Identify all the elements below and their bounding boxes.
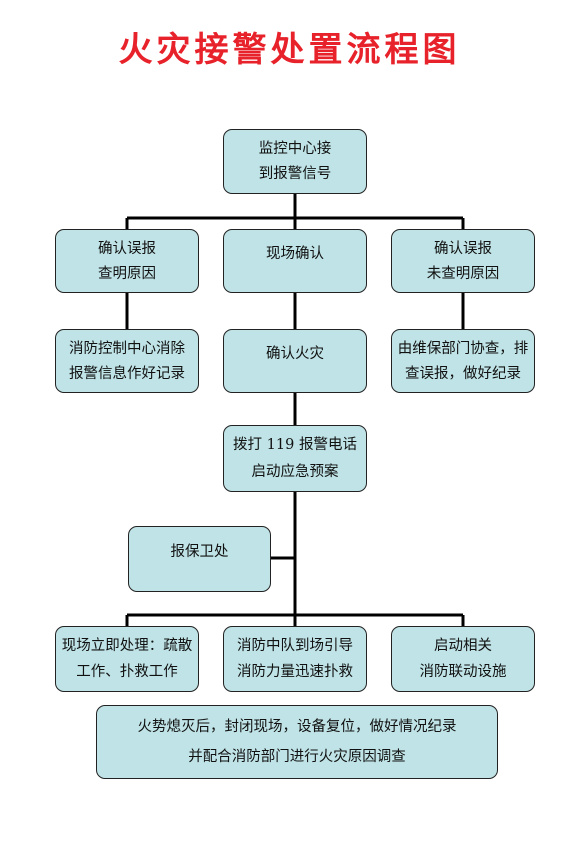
node-act-mid: 消防中队到场引导 消防力量迅速扑救 [223, 626, 367, 692]
node-act-right: 启动相关 消防联动设施 [391, 626, 535, 692]
node-mid1-line1: 现场确认 [266, 246, 324, 262]
node-call-line1: 拨打 119 报警电话 [233, 437, 357, 454]
node-act-mid-line1: 消防中队到场引导 [237, 638, 353, 654]
node-mid1: 现场确认 [223, 229, 367, 293]
node-left1-line2: 查明原因 [98, 265, 156, 282]
node-act-right-line2: 消防联动设施 [419, 664, 507, 680]
node-act-left-line1: 现场立即处理：疏散 [61, 638, 193, 654]
node-mid2-line1: 确认火灾 [266, 346, 324, 362]
node-security-line1: 报保卫处 [170, 543, 229, 560]
node-act-left: 现场立即处理：疏散 工作、扑救工作 [55, 626, 199, 692]
node-right2-line1: 由维保部门协查，排 [397, 340, 529, 357]
node-left1-line1: 确认误报 [98, 240, 156, 257]
node-right1-line2: 未查明原因 [426, 265, 500, 282]
node-act-mid-line2: 消防力量迅速扑救 [237, 664, 353, 680]
page-title: 火灾接警处置流程图 [118, 30, 461, 70]
node-start-line2: 到报警信号 [258, 166, 332, 183]
node-right2: 由维保部门协查，排 查误报，做好纪录 [391, 329, 535, 393]
node-left2-line2: 报警信息作好记录 [69, 365, 185, 382]
node-act-left-line2: 工作、扑救工作 [76, 664, 178, 680]
node-start-line1: 监控中心接 [258, 140, 332, 157]
node-final-line1: 火势熄灭后，封闭现场，设备复位，做好情况纪录 [137, 719, 457, 735]
node-mid2: 确认火灾 [223, 329, 367, 393]
node-start: 监控中心接 到报警信号 [223, 129, 367, 194]
node-act-right-line1: 启动相关 [434, 638, 492, 654]
node-security: 报保卫处 [128, 526, 271, 592]
node-left2-line1: 消防控制中心消除 [69, 340, 185, 357]
node-final: 火势熄灭后，封闭现场，设备复位，做好情况纪录 并配合消防部门进行火灾原因调查 [96, 705, 498, 779]
node-final-line2: 并配合消防部门进行火灾原因调查 [188, 749, 406, 765]
node-left2: 消防控制中心消除 报警信息作好记录 [55, 329, 199, 393]
node-right1-line1: 确认误报 [434, 240, 492, 257]
node-call-line2: 启动应急预案 [251, 463, 339, 480]
node-right1: 确认误报 未查明原因 [391, 229, 535, 293]
node-left1: 确认误报 查明原因 [55, 229, 199, 293]
node-right2-line2: 查误报，做好纪录 [405, 365, 521, 382]
node-call: 拨打 119 报警电话 启动应急预案 [223, 425, 367, 492]
